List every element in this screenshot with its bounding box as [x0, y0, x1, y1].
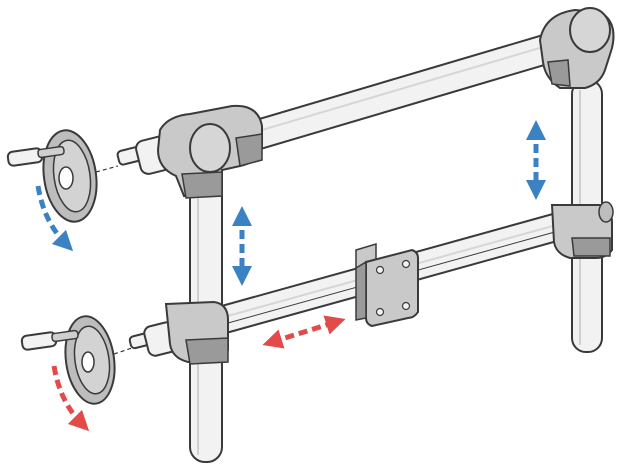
lower-handwheel-handle[interactable] [20, 329, 79, 351]
upper-handwheel-handle[interactable] [6, 145, 65, 167]
lower-handwheel[interactable] [20, 313, 133, 407]
left-lower-clamp [164, 300, 229, 365]
upper-handwheel[interactable] [6, 127, 119, 225]
motion-arrows [35, 120, 546, 432]
top-left-corner-fitting [156, 104, 263, 199]
top-horizontal-tube [221, 29, 569, 159]
lower-handwheel-rotation-arrow [51, 365, 90, 432]
top-right-corner-fitting [538, 7, 615, 89]
right-lower-clamp [550, 201, 614, 259]
carriage-horizontal-travel-arrow [262, 315, 346, 349]
sliding-carriage[interactable] [355, 242, 419, 328]
upper-handwheel-rotation-arrow [35, 185, 74, 252]
